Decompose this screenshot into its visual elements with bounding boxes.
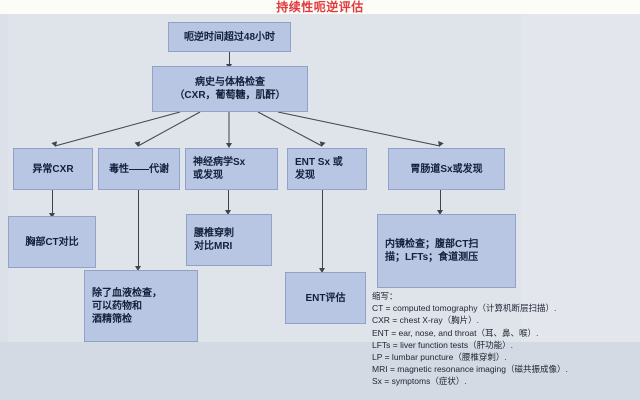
arrowhead-ent	[318, 141, 326, 148]
node-root-label: 呃逆时间超过48小时	[183, 31, 276, 43]
legend-item-mri: MRI = magnetic resonance imaging（磁共振成像）.	[372, 364, 568, 375]
arrowhead-entassess	[319, 268, 325, 273]
node-ent-sx[interactable]: ENT Sx 或 发现	[287, 148, 367, 190]
arrowhead-chestct	[49, 213, 55, 218]
connector-workup-to-gi	[277, 111, 441, 147]
node-history-physical-label: 病史与体格检查 （CXR，葡萄糖，肌酐）	[174, 77, 286, 101]
connector-tox-to-blood	[138, 190, 139, 268]
background-lower-band	[0, 342, 640, 400]
page-title: 持续性呃逆评估	[276, 0, 364, 14]
node-ent-sx-label: ENT Sx 或 发现	[295, 157, 343, 181]
node-gi-workup[interactable]: 内镜检查；腹部CT扫 描；LFTs；食道测压	[377, 214, 516, 288]
legend-item-ent: ENT = ear, nose, and throat（耳、鼻、喉）.	[372, 327, 539, 338]
node-blood-drug-alcohol-screen[interactable]: 除了血液检查， 可以药物和 酒精筛检	[84, 270, 198, 342]
node-toxic-metabolic-label: 毒性——代谢	[109, 163, 169, 175]
connector-workup-to-tox	[137, 111, 201, 147]
connector-ent-to-entassess	[322, 190, 323, 270]
legend-item-sx: Sx = symptoms（症状）.	[372, 376, 467, 387]
node-toxic-metabolic[interactable]: 毒性——代谢	[98, 148, 180, 190]
node-abnormal-cxr-label: 异常CXR	[32, 163, 74, 175]
arrowhead-blood	[135, 266, 141, 271]
connector-neuro-to-lpmri	[228, 190, 229, 212]
connector-root-to-workup	[229, 52, 230, 66]
node-gi-sx-label: 胃肠道Sx或发现	[410, 163, 483, 175]
node-root[interactable]: 呃逆时间超过48小时	[168, 22, 291, 52]
connector-gi-to-gitests	[440, 190, 441, 212]
node-chest-ct-label: 胸部CT对比	[25, 236, 79, 248]
legend-heading: 缩写：	[372, 291, 398, 301]
node-ent-evaluation[interactable]: ENT评估	[285, 272, 366, 324]
connector-workup-to-ent	[257, 111, 323, 147]
connector-cxr-to-chestct	[52, 190, 53, 215]
node-chest-ct[interactable]: 胸部CT对比	[8, 216, 96, 268]
arrowhead-gitests	[437, 210, 443, 215]
node-neuro-sx[interactable]: 神经病学Sx 或发现	[185, 148, 278, 190]
node-lp-vs-mri[interactable]: 腰椎穿刺 对比MRI	[186, 214, 272, 266]
node-gi-workup-label: 内镜检查；腹部CT扫 描；LFTs；食道测压	[385, 239, 479, 263]
arrowhead-lpmri	[225, 210, 231, 215]
legend-item-cxr: CXR = chest X-ray（胸片）.	[372, 315, 479, 326]
arrowhead-neuro	[226, 143, 232, 148]
node-history-physical[interactable]: 病史与体格检查 （CXR，葡萄糖，肌酐）	[152, 66, 308, 112]
node-lp-vs-mri-label: 腰椎穿刺 对比MRI	[194, 228, 234, 252]
node-neuro-sx-label: 神经病学Sx 或发现	[193, 157, 246, 181]
node-ent-evaluation-label: ENT评估	[305, 292, 346, 304]
legend-item-lp: LP = lumbar puncture（腰椎穿刺）.	[372, 352, 507, 363]
background-left-strip	[0, 14, 8, 342]
legend-item-lfts: LFTs = liver function tests（肝功能）.	[372, 339, 513, 350]
node-abnormal-cxr[interactable]: 异常CXR	[13, 148, 93, 190]
node-gi-sx[interactable]: 胃肠道Sx或发现	[388, 148, 505, 190]
node-blood-drug-alcohol-screen-label: 除了血液检查， 可以药物和 酒精筛检	[92, 287, 162, 325]
legend-item-ct: CT = computed tomography（计算机断层扫描）.	[372, 303, 557, 314]
background-right-panel	[521, 14, 640, 342]
connector-workup-to-cxr	[54, 111, 181, 147]
abbreviation-legend: 缩写： CT = computed tomography（计算机断层扫描）. C…	[372, 290, 640, 388]
